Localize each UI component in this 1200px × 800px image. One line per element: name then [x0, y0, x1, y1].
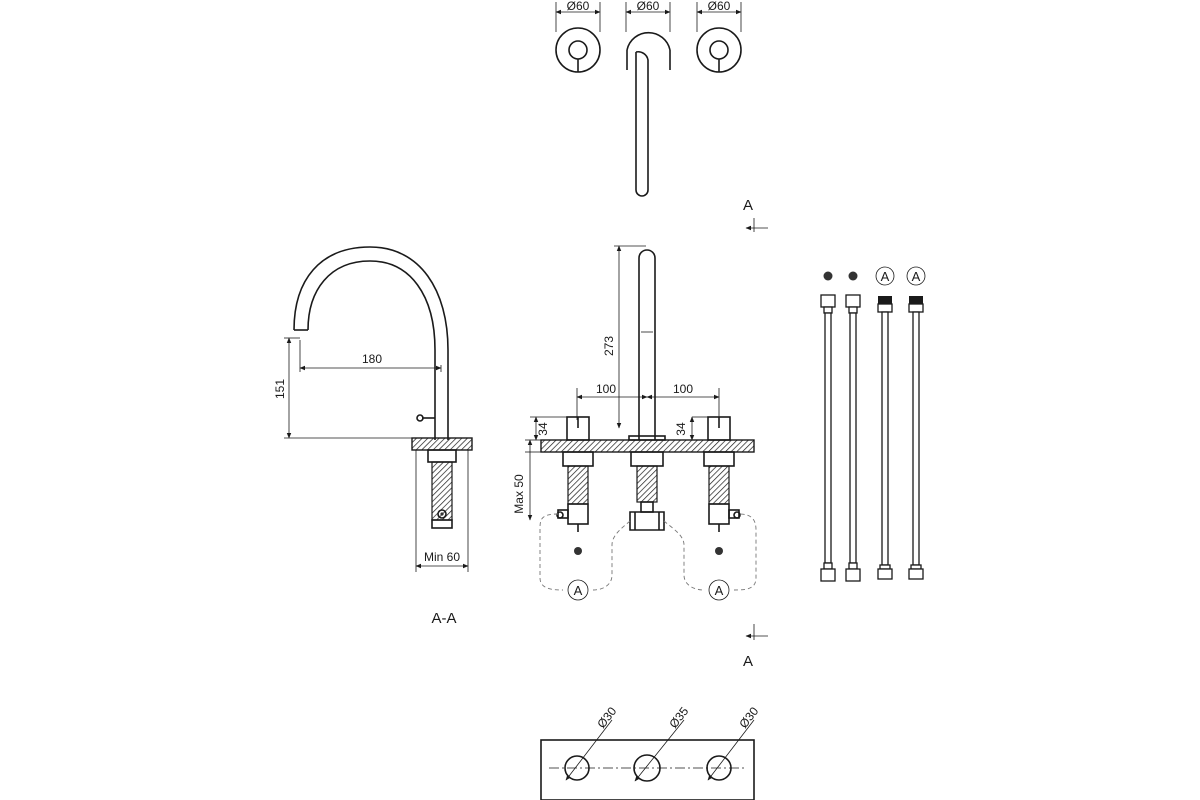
section-marker-top: A: [743, 197, 768, 232]
hoses: A A: [820, 266, 926, 582]
front-connection-right-label: A: [715, 583, 724, 598]
front-connection-right: [708, 579, 730, 601]
bottom-dim-center: Ø35: [666, 704, 691, 731]
bottom-plate: Ø30 Ø35 Ø30: [540, 704, 762, 800]
top-view: Ø60 Ø60 Ø60: [555, 0, 742, 197]
hose-4: [908, 296, 924, 580]
front-dim-left-34: 34: [536, 422, 550, 436]
top-left-handle: [555, 27, 601, 73]
top-dim-center: Ø60: [637, 0, 660, 13]
hose-marker-a-2: [906, 266, 926, 286]
front-dim-spacing-left: 100: [596, 382, 616, 396]
section-marker-bottom: A: [743, 624, 768, 670]
side-dim-height: 151: [273, 379, 287, 399]
front-deck-plate: [540, 439, 755, 453]
front-dim-spacing-right: 100: [673, 382, 693, 396]
side-dim-min: Min 60: [424, 550, 460, 564]
section-marker-bottom-label: A: [743, 653, 753, 670]
top-right-handle: [696, 27, 742, 73]
hose-label-a-2: A: [912, 269, 921, 284]
front-dim-max: Max 50: [512, 474, 526, 514]
front-dim-right-34: 34: [674, 422, 688, 436]
front-connection-left: [567, 579, 589, 601]
side-deck-plate: [411, 437, 473, 451]
hose-marker-a-1: [875, 266, 895, 286]
section-title: A-A: [431, 610, 456, 627]
bottom-dim-left: Ø30: [594, 704, 619, 731]
front-dim-spout-height: 273: [602, 336, 616, 356]
hose-1: [820, 294, 836, 582]
front-right-valve: [703, 451, 741, 555]
top-dim-right: Ø60: [708, 0, 731, 13]
front-connection-left-label: A: [574, 583, 583, 598]
top-dim-left: Ø60: [567, 0, 590, 13]
hose-marker-dot-2: [848, 271, 858, 281]
bottom-dim-right: Ø30: [736, 704, 761, 731]
hose-marker-dot-1: [823, 271, 833, 281]
top-center-spout: [626, 31, 671, 197]
front-view: 273 100 100 34 34 Max 50: [512, 245, 757, 601]
side-dim-reach: 180: [362, 352, 382, 366]
hose-2: [845, 294, 861, 582]
hose-label-a-1: A: [881, 269, 890, 284]
side-view: 180 151 Min 60 A-A: [273, 246, 473, 627]
section-marker-top-label: A: [743, 197, 753, 214]
hose-3: [877, 296, 893, 580]
top-dim-lines: [555, 2, 742, 32]
front-left-valve: [556, 451, 594, 555]
front-center-body: [629, 451, 665, 531]
